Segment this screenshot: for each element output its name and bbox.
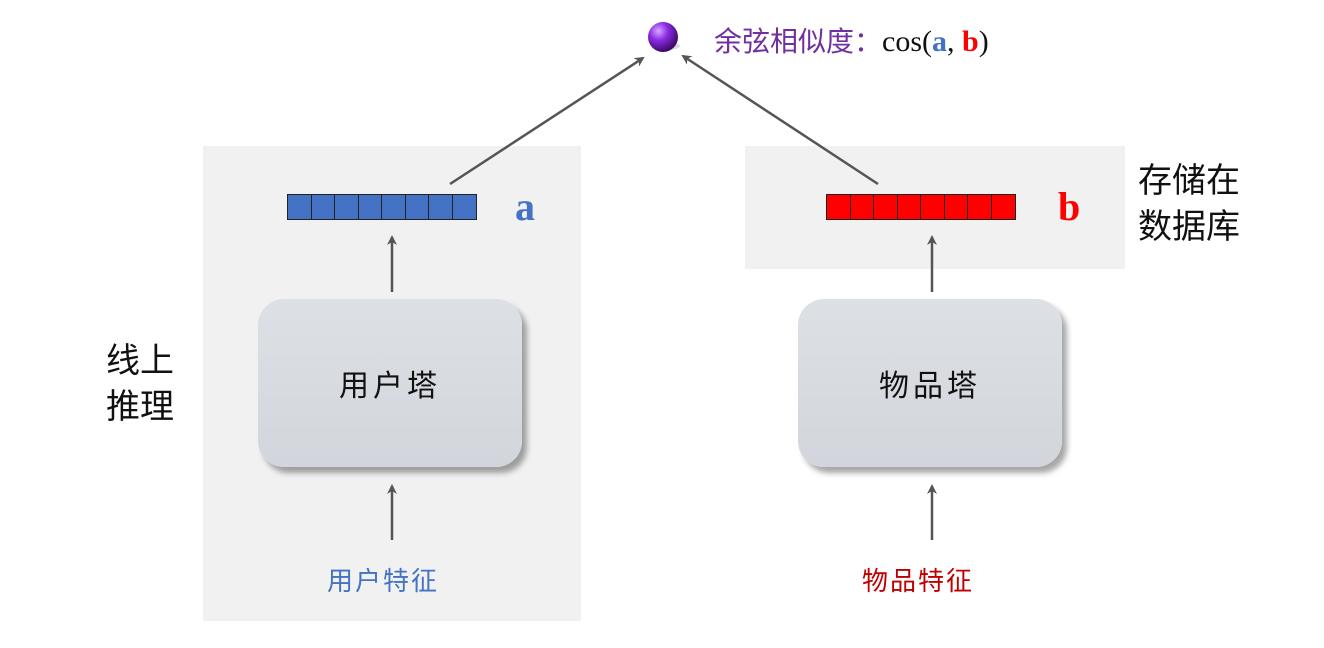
vector-a-cell xyxy=(451,194,477,220)
vector-a-cell xyxy=(428,194,453,220)
item-vector-label: b xyxy=(1058,184,1081,229)
user-tower-label: 用户塔 xyxy=(339,369,441,404)
similarity-comma: , xyxy=(947,25,962,58)
vector-b-cell xyxy=(896,194,922,220)
online-inference-line1: 线上 xyxy=(106,341,174,381)
vector-a-cell xyxy=(310,194,336,220)
vector-a-cell xyxy=(381,194,406,220)
arrow-vector-a-to-similarity xyxy=(449,56,645,186)
similarity-arg-a: a xyxy=(932,25,947,58)
user-vector-label: a xyxy=(515,184,535,229)
item-embedding-vector xyxy=(826,194,1016,220)
online-inference-note: 线上 推理 xyxy=(106,338,174,430)
item-tower-label: 物品塔 xyxy=(879,369,981,404)
user-embedding-vector xyxy=(287,194,477,220)
user-feature-label: 用户特征 xyxy=(327,567,440,597)
vector-a-cell xyxy=(287,194,312,220)
item-tower: 物品塔 xyxy=(798,299,1062,467)
database-storage-line1: 存储在 xyxy=(1138,161,1240,201)
arrow-vector-b-to-similarity xyxy=(681,54,879,186)
item-feature-label: 物品特征 xyxy=(862,567,975,597)
similarity-close: ) xyxy=(978,25,989,58)
vector-a-cell xyxy=(334,194,359,220)
similarity-func: cos( xyxy=(882,25,932,58)
vector-b-cell xyxy=(826,194,851,220)
cosine-similarity-label: 余弦相似度：cos(a, b) xyxy=(714,20,989,60)
vector-b-cell xyxy=(849,194,875,220)
database-storage-note: 存储在 数据库 xyxy=(1138,158,1240,250)
vector-b-cell xyxy=(873,194,898,220)
vector-a-cell xyxy=(404,194,430,220)
similarity-prefix: 余弦相似度： xyxy=(714,25,883,58)
vector-b-cell xyxy=(990,194,1016,220)
vector-a-cell xyxy=(357,194,383,220)
similarity-node xyxy=(648,22,678,52)
user-tower: 用户塔 xyxy=(258,299,522,467)
database-storage-line2: 数据库 xyxy=(1138,207,1240,247)
online-inference-line2: 推理 xyxy=(106,387,174,427)
similarity-arg-b: b xyxy=(962,25,979,58)
vector-b-cell xyxy=(967,194,992,220)
vector-b-cell xyxy=(943,194,969,220)
vector-b-cell xyxy=(920,194,945,220)
